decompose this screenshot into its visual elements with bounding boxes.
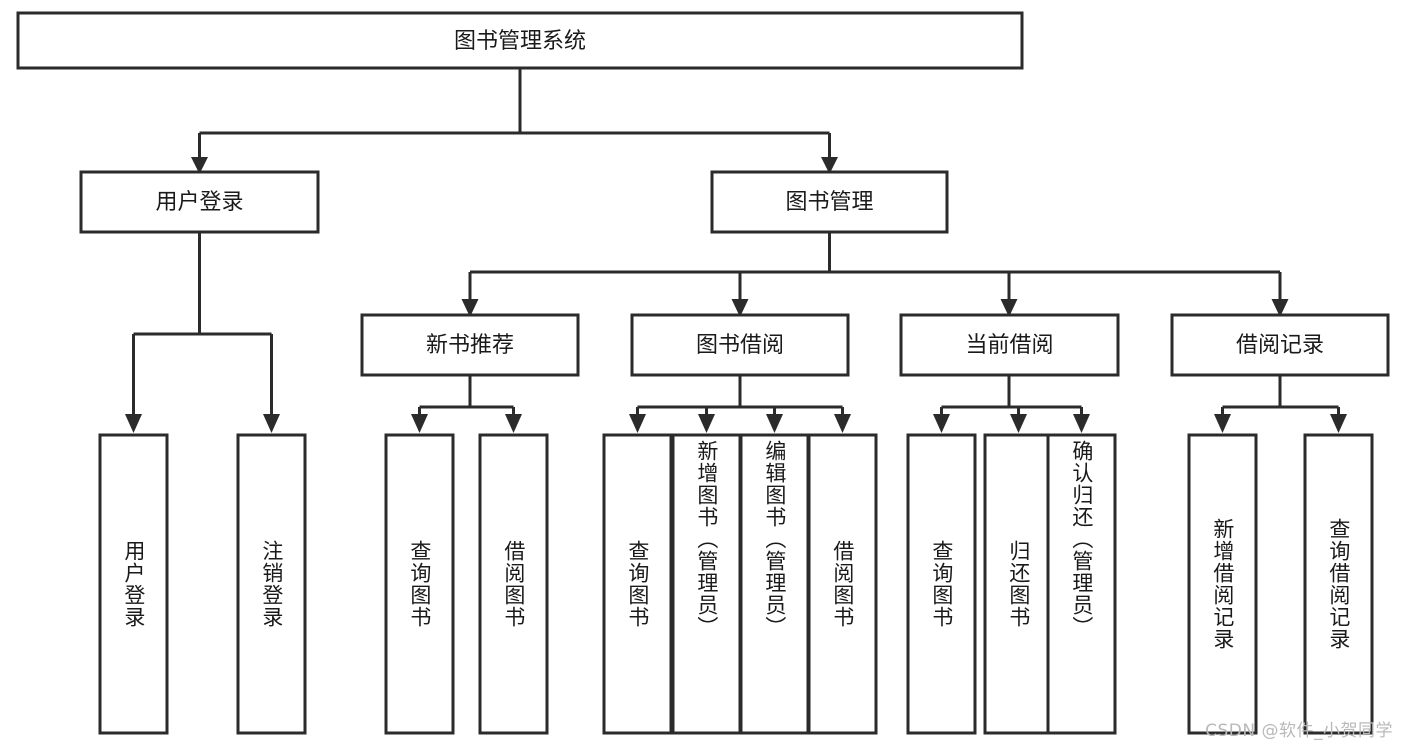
leaf-box-query-book-3[interactable] <box>906 433 977 735</box>
arrow-head-leaf-add-book <box>698 414 715 433</box>
node-book-manage-label: 图书管理 <box>785 190 873 215</box>
arrow-head-leaf-query-book-3 <box>933 414 950 433</box>
arrow-head-leaf-logout <box>263 414 280 433</box>
node-book-borrow-label: 图书借阅 <box>696 333 784 358</box>
arrow-head-leaf-confirm-return <box>1073 414 1090 433</box>
node-borrow-record-label: 借阅记录 <box>1236 333 1324 358</box>
arrow-head-leaf-borrow-book-1 <box>505 414 522 433</box>
node-user-login[interactable]: 用户登录 <box>79 170 320 234</box>
node-user-login-box[interactable] <box>79 170 320 234</box>
csdn-watermark: CSDN @软件_小贺同学 <box>1205 721 1393 741</box>
arrow-head-leaf-query-book-2 <box>629 414 646 433</box>
arrow-head-book-borrow <box>731 299 749 317</box>
node-book-manage[interactable]: 图书管理 <box>710 170 949 234</box>
node-current-borrow-box[interactable] <box>899 313 1120 377</box>
arrow-head-new-book-rec <box>461 299 479 317</box>
node-borrow-record-box[interactable] <box>1170 313 1390 377</box>
node-new-book-rec-label: 新书推荐 <box>426 333 514 358</box>
node-borrow-record[interactable]: 借阅记录 <box>1170 313 1390 377</box>
connector-group-borrow-record-leaves <box>1214 375 1347 433</box>
connector-group-current-borrow-leaves <box>933 375 1090 433</box>
leaf-box-logout[interactable] <box>236 433 307 735</box>
node-current-borrow[interactable]: 当前借阅 <box>899 313 1120 377</box>
leaf-box-borrow-book-1[interactable] <box>478 433 549 735</box>
leaf-box-add-record[interactable] <box>1187 433 1258 735</box>
node-new-book-rec[interactable]: 新书推荐 <box>360 313 580 377</box>
leaf-box-return-book[interactable] <box>983 433 1054 735</box>
arrow-head-leaf-borrow-book-2 <box>834 414 851 433</box>
node-root[interactable]: 图书管理系统 <box>16 11 1024 70</box>
connector-group-root <box>191 68 838 174</box>
leaf-box-user-login[interactable] <box>98 433 169 735</box>
arrow-head-user-login <box>191 157 208 174</box>
connector-group-user-login-leaves <box>125 232 280 433</box>
arrow-head-current-borrow <box>1000 299 1018 317</box>
arrow-head-leaf-add-record <box>1214 414 1231 433</box>
node-book-borrow-box[interactable] <box>630 313 850 377</box>
leaf-box-borrow-book-2[interactable] <box>807 433 878 735</box>
arrow-head-borrow-record <box>1271 299 1289 317</box>
leaf-box-query-book-2[interactable] <box>602 433 673 735</box>
leaf-box-query-book-1[interactable] <box>384 433 455 735</box>
node-user-login-label: 用户登录 <box>155 190 243 215</box>
leaf-box-add-book[interactable] <box>671 433 742 735</box>
node-root-box[interactable] <box>16 11 1024 70</box>
node-new-book-rec-box[interactable] <box>360 313 580 377</box>
node-book-borrow[interactable]: 图书借阅 <box>630 313 850 377</box>
leaf-box-query-record[interactable] <box>1303 433 1374 735</box>
connector-group-new-book-rec-leaves <box>411 375 522 433</box>
arrow-head-leaf-edit-book <box>766 414 783 433</box>
leaf-boxes-group <box>98 433 1374 735</box>
node-book-manage-box[interactable] <box>710 170 949 234</box>
arrow-head-leaf-query-book-1 <box>411 414 428 433</box>
node-current-borrow-label: 当前借阅 <box>965 333 1053 358</box>
arrow-head-leaf-query-record <box>1330 414 1347 433</box>
leaf-box-confirm-return[interactable] <box>1046 433 1117 735</box>
leaf-box-edit-book[interactable] <box>739 433 810 735</box>
arrow-head-book-manage <box>821 157 838 174</box>
node-root-label: 图书管理系统 <box>454 29 586 54</box>
arrow-head-leaf-return-book <box>1010 414 1027 433</box>
connector-group-book-manage <box>461 232 1289 317</box>
connector-group-book-borrow-leaves <box>629 375 851 433</box>
arrow-head-leaf-user-login <box>125 414 142 433</box>
